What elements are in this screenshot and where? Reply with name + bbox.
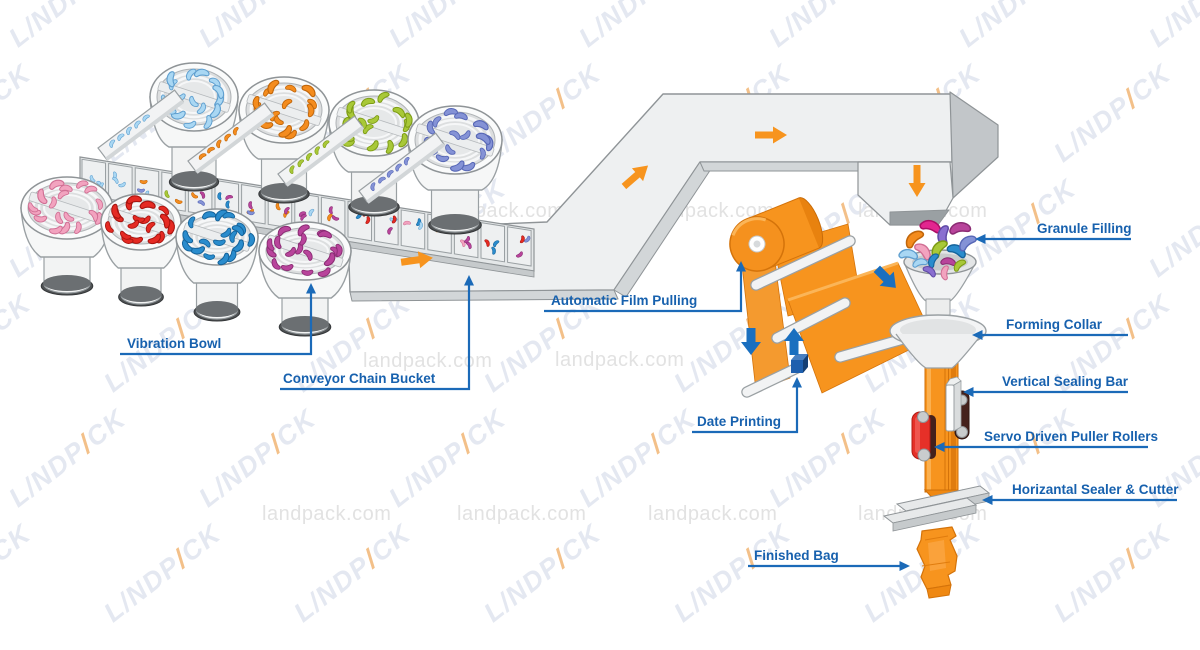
feeder-rail <box>277 115 365 187</box>
horizontal-sealer-graphic <box>882 485 991 532</box>
film-roll <box>729 197 824 272</box>
feeder-rail <box>187 102 275 174</box>
date-printer-mark <box>791 354 808 373</box>
vibration-bowl-graphic <box>20 176 114 296</box>
vibration-bowl-graphic <box>258 221 352 337</box>
granule <box>948 219 973 239</box>
feeder-rail <box>358 132 446 204</box>
finished-bag-graphic <box>916 526 958 599</box>
forming-collar-graphic <box>889 314 987 369</box>
left-puller-roller <box>911 411 936 462</box>
vibration-bowl-graphic <box>149 62 239 192</box>
vibration-bowl-graphic <box>175 208 259 322</box>
feeder-rails <box>97 89 446 204</box>
leader-lines <box>120 234 1177 571</box>
vertical-sealing-bar-graphic <box>945 376 962 432</box>
vibration-bowls-back-row <box>149 62 503 235</box>
film-rollers <box>741 235 909 398</box>
vibration-bowls-front-row <box>20 176 352 337</box>
vibration-bowl-graphic <box>100 193 182 307</box>
granule <box>956 234 979 253</box>
film-station <box>729 197 934 398</box>
feeder-rail <box>97 89 185 161</box>
